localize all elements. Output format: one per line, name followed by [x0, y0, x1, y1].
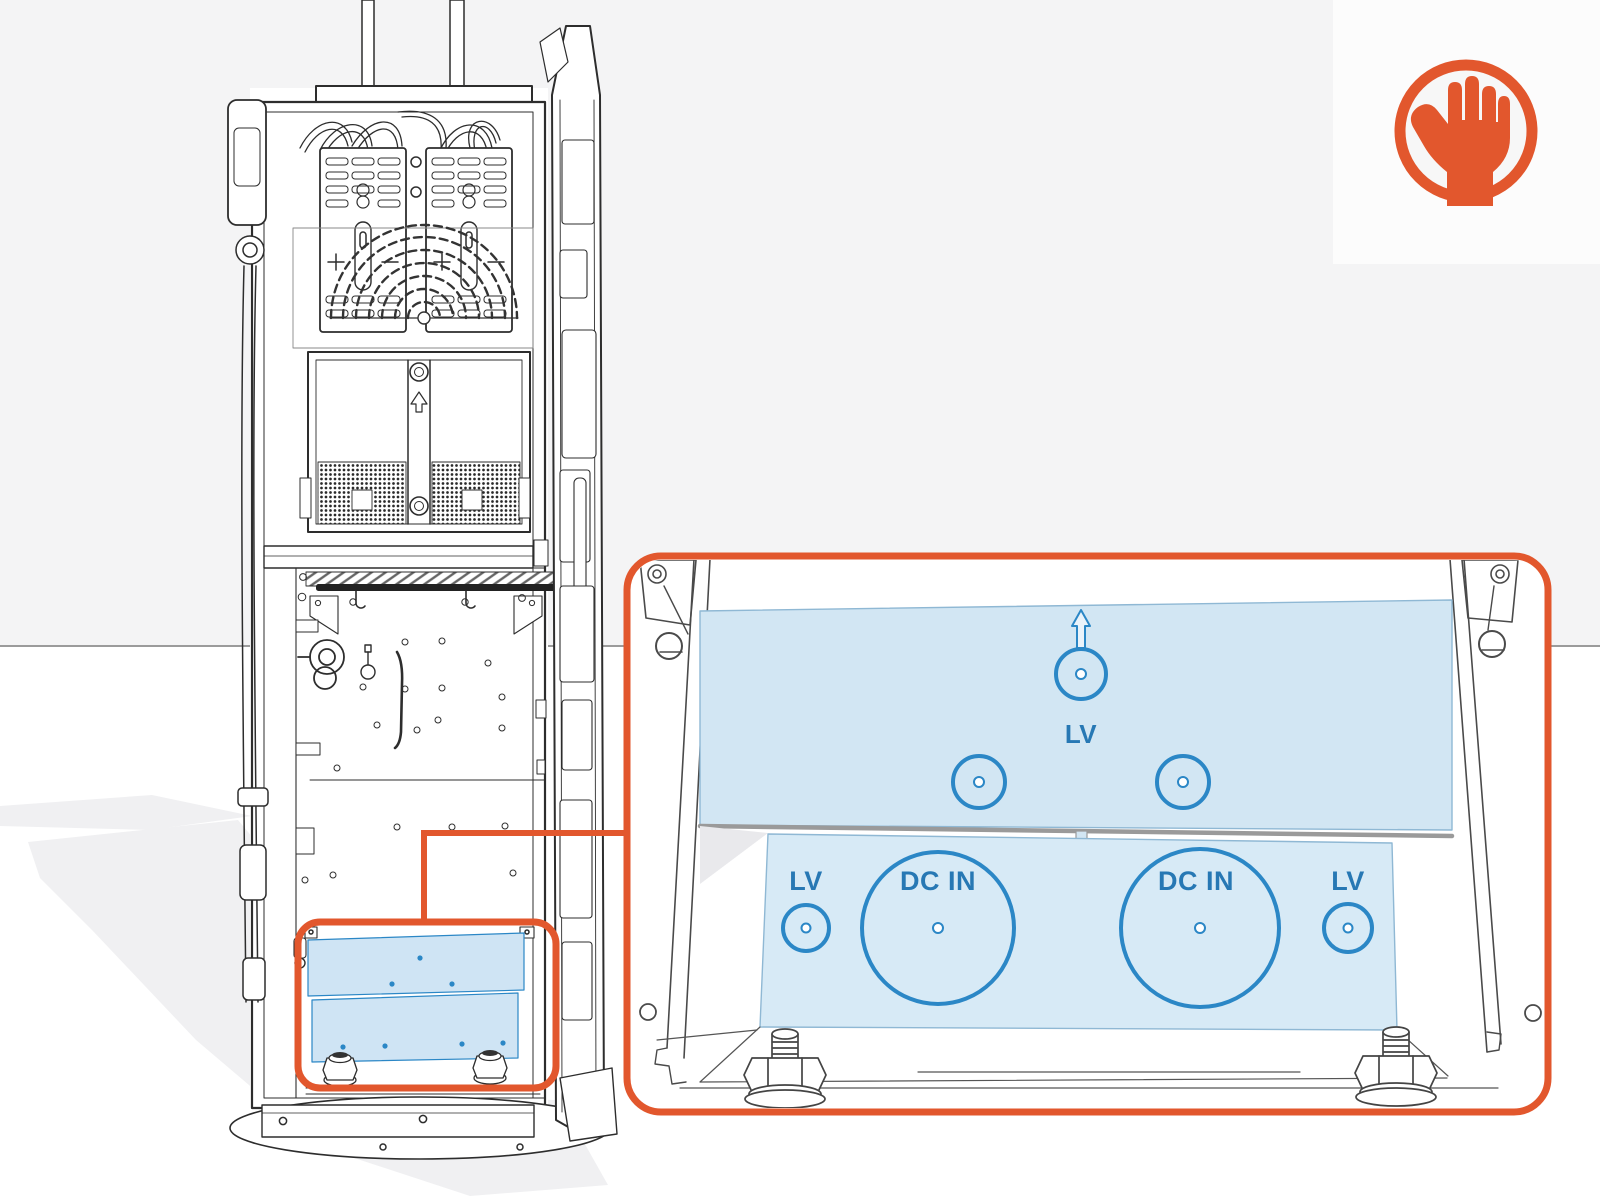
base-gland-area	[293, 926, 541, 1095]
rectifier-module	[425, 147, 513, 333]
connector-holster	[227, 99, 267, 265]
door-components	[559, 139, 597, 1021]
knockout-lv-left	[781, 903, 831, 953]
power-module-bay	[299, 110, 513, 333]
leveling-foot	[472, 1050, 508, 1085]
base-highlight-box	[294, 918, 560, 1092]
fan-grille	[292, 223, 534, 349]
leveling-foot	[322, 1052, 358, 1087]
open-door	[539, 25, 618, 1142]
top-plate	[315, 85, 533, 103]
callout-connector-line	[421, 830, 629, 921]
leveling-foot-detail-left	[743, 1028, 827, 1108]
base-plate	[229, 1096, 611, 1160]
stop-hand-icon	[1394, 59, 1538, 206]
key-slot	[393, 650, 404, 750]
knockout-label-dc-in-left: DC IN	[900, 866, 976, 896]
hand-glyph	[1410, 76, 1510, 206]
inner-access-panel	[299, 351, 531, 533]
knockouts	[781, 609, 1374, 1009]
gland-coil	[297, 639, 345, 690]
knockout-label-lv-top: LV	[1064, 719, 1098, 749]
knockout-lv-right	[1322, 902, 1374, 954]
back-panel	[697, 599, 1455, 884]
side-panel-right	[1449, 560, 1542, 1053]
knockout-label-lv-right: LV	[1331, 866, 1365, 896]
knockout-label-dc-in-right: DC IN	[1158, 866, 1234, 896]
panel-screws	[297, 573, 536, 884]
knockout-plain-left	[951, 754, 1007, 810]
base-detail-view	[623, 552, 1552, 1116]
bottom-gland-plate	[759, 833, 1398, 1031]
top-cables	[299, 110, 501, 155]
gland-plate-upper	[307, 932, 525, 997]
overhead-pole	[361, 0, 465, 91]
gland-plate-lower	[311, 992, 519, 1063]
cabinet-mid-junction	[263, 539, 549, 569]
corner-hardware-right	[1461, 560, 1519, 658]
leveling-foot-detail-right	[1354, 1026, 1438, 1107]
up-arrow-mark	[410, 391, 428, 413]
knockout-dc-in-left	[860, 850, 1016, 1006]
rectifier-module	[319, 147, 407, 333]
charging-cable	[237, 265, 269, 1003]
knockout-dc-in-right	[1119, 847, 1281, 1009]
drain-pin	[360, 644, 376, 680]
vent-strip	[305, 571, 559, 587]
knockout-plain-right	[1155, 754, 1211, 810]
knockout-label-lv-left: LV	[789, 866, 823, 896]
knockout-lv-top	[1054, 647, 1108, 701]
door-bottom-bracket	[559, 1067, 618, 1142]
